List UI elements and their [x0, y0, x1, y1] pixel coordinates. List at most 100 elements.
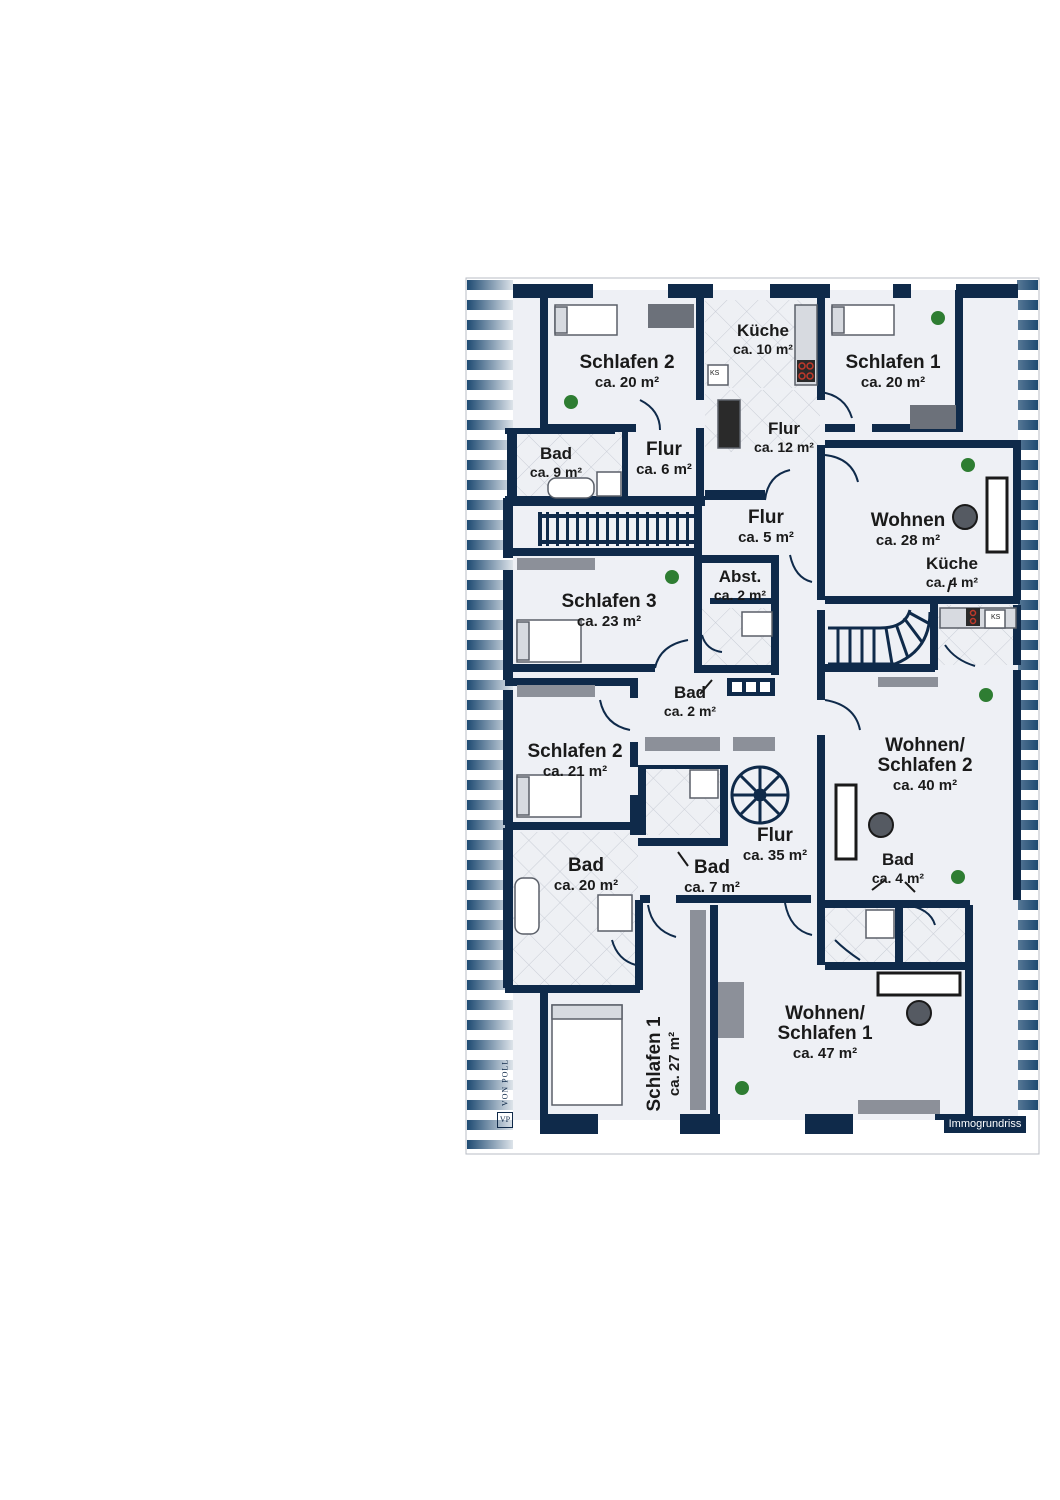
- wardrobe-2: [517, 685, 595, 697]
- room-name: Schlafen 2: [579, 352, 675, 373]
- room-name: Bad: [694, 857, 730, 878]
- room-name: Schlafen 1: [845, 352, 941, 373]
- chimney-blocks: [727, 678, 775, 696]
- wardrobe-6: [718, 982, 744, 1038]
- room-area: ca. 47 m²: [792, 1044, 858, 1062]
- room-label-wohnen-schlafen1: Wohnen/ Schlafen 1 ca. 47 m²: [760, 1004, 890, 1062]
- room-area: ca. 23 m²: [576, 612, 642, 630]
- room-area: ca. 12 m²: [754, 438, 814, 455]
- room-label-schlafen3: Schlafen 3 ca. 23 m²: [544, 592, 674, 630]
- room-name: Wohnen/ Schlafen 2: [877, 735, 973, 776]
- winder-stair: [828, 609, 932, 666]
- room-area: ca. 20 m²: [594, 373, 660, 391]
- room-label-flur-5: Flur ca. 5 m²: [728, 508, 804, 546]
- room-name: Bad: [673, 683, 707, 702]
- room-area: ca. 10 m²: [733, 340, 793, 357]
- room-area: ca. 5 m²: [738, 528, 794, 546]
- room-label-flur-12: Flur ca. 12 m²: [746, 420, 822, 455]
- room-area: ca. 2 m²: [663, 702, 717, 719]
- room-name: Schlafen 1: [644, 1016, 665, 1112]
- fridge-label-right: KS: [991, 614, 1001, 621]
- room-name: Küche: [926, 554, 978, 573]
- brand-logo: VON POLL VP: [494, 1052, 516, 1128]
- room-label-wohnen-28: Wohnen ca. 28 m²: [862, 511, 954, 549]
- room-name: Bad: [539, 444, 573, 463]
- room-label-schlafen1-top: Schlafen 1 ca. 20 m²: [828, 353, 958, 391]
- wardrobe-4: [733, 737, 775, 751]
- sofa-ws1: [876, 971, 962, 997]
- straight-stair: [538, 512, 696, 546]
- room-area: ca. 27 m²: [665, 1031, 683, 1097]
- round-tables: [868, 504, 978, 1026]
- fridge-right: [984, 609, 1006, 629]
- room-area: ca. 21 m²: [542, 762, 608, 780]
- sofa-ws2: [834, 783, 858, 861]
- room-label-kueche-4: Küche ca. 4 m²: [914, 555, 990, 590]
- stove-top-rings: [797, 360, 980, 626]
- room-label-schlafen2-top: Schlafen 2 ca. 20 m²: [562, 353, 692, 391]
- room-area: ca. 6 m²: [636, 460, 692, 478]
- arrows: [677, 579, 952, 893]
- room-label-bad-2: Bad ca. 2 m²: [654, 684, 726, 719]
- plants: [564, 311, 993, 1095]
- room-label-schlafen2-mid: Schlafen 2 ca. 21 m²: [510, 742, 640, 780]
- desk-2: [910, 405, 956, 429]
- room-label-flur-35: Flur ca. 35 m²: [730, 826, 820, 864]
- room-name: Bad: [568, 855, 604, 876]
- room-name: Flur: [748, 507, 784, 528]
- brand-name: VON POLL: [500, 1058, 510, 1107]
- room-name: Flur: [757, 825, 793, 846]
- room-label-bad-20: Bad ca. 20 m²: [540, 856, 632, 894]
- room-area: ca. 20 m²: [553, 876, 619, 894]
- shower-bad7: [689, 769, 719, 799]
- room-name: Bad: [881, 850, 915, 869]
- room-name: Küche: [737, 321, 789, 340]
- wardrobe-1: [517, 558, 595, 570]
- room-area: ca. 4 m²: [871, 869, 925, 886]
- bed-schlafen1-bottom: [551, 1004, 623, 1106]
- spiral-stair: [730, 765, 790, 825]
- room-area: ca. 2 m²: [713, 586, 767, 603]
- room-name: Wohnen: [870, 510, 946, 531]
- shower-bad20: [597, 894, 633, 932]
- brand-mark: VP: [497, 1112, 513, 1128]
- room-area: ca. 4 m²: [925, 573, 979, 590]
- room-label-wohnen-schlafen2: Wohnen/ Schlafen 2 ca. 40 m²: [860, 736, 990, 794]
- bathtub-bad20: [514, 877, 540, 935]
- wardrobe-3: [645, 737, 720, 751]
- shower-bad9: [596, 471, 622, 497]
- room-name: Schlafen 3: [561, 591, 657, 612]
- dining-table: [717, 399, 741, 449]
- credit-label: Immogrundriss: [944, 1116, 1026, 1133]
- room-area: ca. 9 m²: [529, 463, 583, 480]
- room-label-bad-4: Bad ca. 4 m²: [862, 851, 934, 886]
- room-name: Flur: [646, 439, 682, 460]
- room-area: ca. 20 m²: [860, 373, 926, 391]
- room-label-kueche-top: Küche ca. 10 m²: [720, 322, 806, 357]
- bathtub-bad9: [547, 477, 595, 499]
- room-area: ca. 28 m²: [875, 531, 941, 549]
- fridge-top: [707, 364, 729, 386]
- wardrobe-5: [690, 910, 706, 1110]
- walls: [503, 284, 1021, 1134]
- room-area: ca. 7 m²: [684, 878, 740, 896]
- room-name: Abst.: [718, 567, 762, 586]
- sofa-wohnen28: [985, 476, 1009, 554]
- room-name: Flur: [767, 419, 801, 438]
- fridge-label-top: KS: [710, 370, 720, 377]
- wardrobe-7: [878, 677, 938, 687]
- room-area: ca. 40 m²: [892, 776, 958, 794]
- door-swings: [599, 391, 976, 967]
- room-area: ca. 35 m²: [742, 846, 808, 864]
- room-label-schlafen1-bottom: Schlafen 1 ca. 27 m²: [644, 1004, 685, 1124]
- room-label-abst-2: Abst. ca. 2 m²: [704, 568, 776, 603]
- room-name: Wohnen/ Schlafen 1: [777, 1003, 873, 1044]
- desk-1: [648, 304, 694, 328]
- tv-unit: [858, 1100, 940, 1114]
- room-label-bad-7: Bad ca. 7 m²: [672, 858, 752, 896]
- room-label-bad-9: Bad ca. 9 m²: [520, 445, 592, 480]
- shower-bad2: [741, 611, 773, 637]
- room-label-flur-6: Flur ca. 6 m²: [626, 440, 702, 478]
- room-name: Schlafen 2: [527, 741, 623, 762]
